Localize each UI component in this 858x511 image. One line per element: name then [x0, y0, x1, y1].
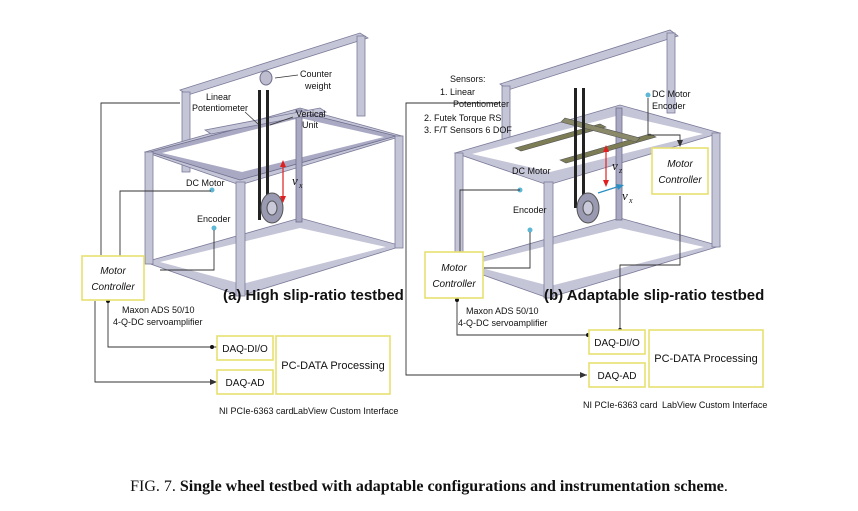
left-motor-controller: Motor Controller: [81, 255, 145, 301]
left-panel-title: (a) High slip-ratio testbed: [223, 287, 404, 304]
right-daq-ad-label: DAQ-AD: [598, 371, 637, 382]
right-panel-title: (b) Adaptable slip-ratio testbed: [544, 287, 764, 304]
dc-motor-encoder-label-2: Encoder: [652, 101, 686, 111]
right-daq-dio-box: DAQ-DI/O: [588, 329, 646, 355]
sensors-item1b: Potentiometer: [453, 99, 509, 109]
vertical-unit-label-1: Vertical: [296, 109, 326, 119]
left-pc-box: PC-DATA Processing: [275, 335, 391, 395]
right-testbed-frame: [453, 29, 722, 299]
right-pc-box: PC-DATA Processing: [648, 329, 764, 388]
caption-text: Single wheel testbed with adaptable conf…: [179, 478, 724, 495]
left-wiring: [94, 102, 217, 385]
linear-pot-label-2: Potentiometer: [192, 103, 248, 113]
left-motor-controller-label-2: Controller: [91, 282, 135, 293]
left-motor-controller-label-1: Motor: [100, 266, 126, 277]
right-labview-label: LabView Custom Interface: [662, 400, 767, 410]
left-daq-ad-label: DAQ-AD: [226, 378, 265, 389]
figure-caption: FIG. 7. Single wheel testbed with adapta…: [0, 478, 858, 496]
sensors-item3: 3. F/T Sensors 6 DOF: [424, 125, 512, 135]
vx-label: v: [292, 173, 298, 188]
caption-prefix: FIG. 7.: [130, 478, 176, 495]
amp-label-2: 4-Q-DC servoamplifier: [113, 317, 203, 327]
left-daq-dio-box: DAQ-DI/O: [216, 335, 274, 361]
right-daq-dio-label: DAQ-DI/O: [594, 338, 640, 349]
left-daq-dio-label: DAQ-DI/O: [222, 344, 268, 355]
counter-weight-label-1: Counter: [300, 69, 332, 79]
vertical-unit-label-2: Unit: [302, 120, 319, 130]
right-amp-label-2: 4-Q-DC servoamplifier: [458, 318, 548, 328]
left-labview-label: LabView Custom Interface: [293, 406, 398, 416]
right-amp-label-1: Maxon ADS 50/10: [466, 306, 539, 316]
encoder-label: Encoder: [197, 214, 231, 224]
linear-pot-label-1: Linear: [206, 92, 231, 102]
caption-suffix: .: [723, 478, 728, 495]
sensors-heading: Sensors:: [450, 74, 486, 84]
left-ni-card-label: NI PCIe-6363 card: [219, 406, 294, 416]
right-labels: Sensors: 1. Linear Potentiometer 2. Fute…: [424, 74, 764, 328]
right-motor-controller-label-1: Motor: [441, 263, 467, 274]
right-motor-controller-top-label-2: Controller: [658, 175, 702, 186]
right-dc-motor-label: DC Motor: [512, 166, 551, 176]
right-pc-label: PC-DATA Processing: [654, 353, 758, 365]
right-ni-card-label: NI PCIe-6363 card: [583, 400, 658, 410]
left-testbed-frame: [143, 32, 404, 297]
right-vx-label: v: [622, 188, 628, 203]
right-motor-controller-label-2: Controller: [432, 279, 476, 290]
right-daq-ad-box: DAQ-AD: [588, 362, 646, 388]
right-motor-controller-top: Motor Controller: [651, 147, 709, 195]
left-daq-ad-box: DAQ-AD: [216, 369, 274, 395]
sensors-item1a: 1. Linear: [440, 87, 475, 97]
right-motor-controller: Motor Controller: [424, 251, 484, 299]
left-labels: Counter weight Linear Potentiometer Vert…: [113, 69, 404, 327]
sensors-item2: 2. Futek Torque RS: [424, 113, 501, 123]
right-vx-sub-label: x: [628, 196, 633, 205]
vz-sub-label: z: [618, 166, 623, 175]
left-pc-label: PC-DATA Processing: [281, 360, 385, 372]
right-encoder-label: Encoder: [513, 205, 547, 215]
counter-weight-label-2: weight: [304, 81, 332, 91]
dc-motor-encoder-label-1: DC Motor: [652, 89, 691, 99]
vx-sub-label: x: [298, 181, 303, 190]
dc-motor-label: DC Motor: [186, 178, 225, 188]
right-motor-controller-top-label-1: Motor: [667, 159, 693, 170]
vz-label: v: [612, 158, 618, 173]
amp-label-1: Maxon ADS 50/10: [122, 305, 195, 315]
testbed-diagram: Counter weight Linear Potentiometer Vert…: [81, 29, 767, 416]
